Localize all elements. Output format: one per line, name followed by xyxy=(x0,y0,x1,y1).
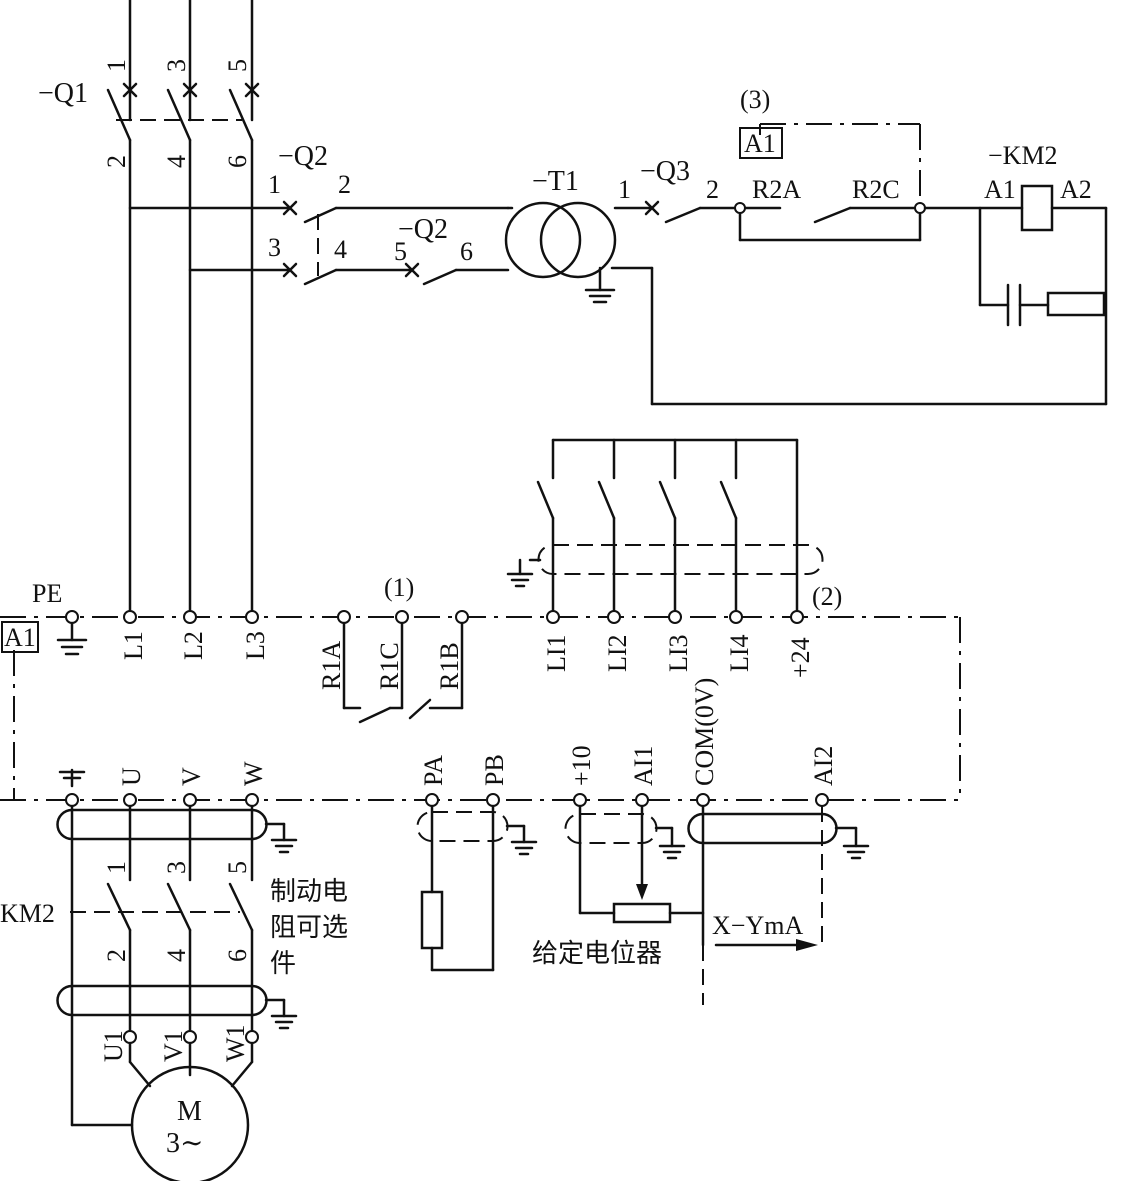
term-r1a: R1A xyxy=(317,641,346,690)
relay-note: (3) xyxy=(740,85,770,114)
term-l3: L3 xyxy=(241,631,270,660)
term-li3: LI3 xyxy=(664,634,693,672)
term-l2: L2 xyxy=(179,631,208,660)
km2-label: KM2 xyxy=(0,899,55,928)
brake-note-line3: 件 xyxy=(270,949,296,979)
term-w: W xyxy=(239,761,268,786)
output-circuit xyxy=(56,804,298,1181)
term-r1b: R1B xyxy=(435,642,464,690)
note-1: (1) xyxy=(384,573,414,602)
km2-term-5: 5 xyxy=(223,861,252,874)
q1-term-6: 6 xyxy=(223,155,252,168)
q1-term-5: 5 xyxy=(223,59,252,72)
q2a-term-2: 2 xyxy=(338,170,351,199)
brake-note-line2: 阻可选 xyxy=(270,913,348,943)
motor-term-w1: W1 xyxy=(221,1024,250,1062)
km2-term-4: 4 xyxy=(162,949,191,962)
motor-term-u1: U1 xyxy=(99,1030,128,1062)
km2-term-6: 6 xyxy=(223,949,252,962)
motor-phase-label: 3∼ xyxy=(166,1128,203,1159)
logic-input-switches xyxy=(506,438,824,614)
term-u: U xyxy=(117,767,146,786)
motor-label: M xyxy=(177,1096,202,1127)
note-2: (2) xyxy=(812,582,842,611)
km2-term-1: 1 xyxy=(102,861,131,874)
term-r1c: R1C xyxy=(375,642,404,690)
potentiometer-label: 给定电位器 xyxy=(532,939,662,969)
term-plus10: +10 xyxy=(567,745,596,786)
q1-term-4: 4 xyxy=(162,155,191,168)
drive-box-frame xyxy=(1,621,39,653)
brake-resistor xyxy=(416,804,538,972)
q1-term-2: 2 xyxy=(102,155,131,168)
relay-box-label: A1 xyxy=(744,129,776,158)
term-com: COM(0V) xyxy=(690,678,719,786)
motor-term-v1: V1 xyxy=(159,1030,188,1062)
km2-term-2: 2 xyxy=(102,949,131,962)
term-ai2: AI2 xyxy=(809,746,838,786)
analog-io xyxy=(564,804,870,1005)
control-branch xyxy=(128,123,1108,406)
term-li4: LI4 xyxy=(725,634,754,672)
q3-term-2: 2 xyxy=(706,175,719,204)
q1-term-3: 3 xyxy=(162,59,191,72)
relay-r2a: R2A xyxy=(752,175,801,204)
term-plus24: +24 xyxy=(786,637,815,678)
q2b-term-6: 6 xyxy=(460,237,473,266)
km2-term-3: 3 xyxy=(162,861,191,874)
supply-lines xyxy=(106,0,260,612)
q3-label: −Q3 xyxy=(640,156,690,187)
relay-r2c: R2C xyxy=(852,175,900,204)
q3-term-1: 1 xyxy=(618,175,631,204)
term-li1: LI1 xyxy=(542,634,571,672)
term-l1: L1 xyxy=(119,631,148,660)
q1-term-1: 1 xyxy=(102,59,131,72)
km2-coil-a2: A2 xyxy=(1060,175,1092,204)
q2a-term-3: 3 xyxy=(268,233,281,262)
relay-box-frame xyxy=(739,127,783,159)
pe-label: PE xyxy=(32,579,62,608)
q2b-term-5: 5 xyxy=(394,237,407,266)
term-li2: LI2 xyxy=(603,634,632,672)
analog-output-label: X−YmA xyxy=(712,911,803,940)
drive-box-label: A1 xyxy=(4,623,36,652)
q2b-label: −Q2 xyxy=(398,214,448,245)
term-ai1: AI1 xyxy=(629,746,658,786)
km2-coil-label: −KM2 xyxy=(988,141,1058,170)
transformer-label: −T1 xyxy=(532,166,579,197)
term-pa: PA xyxy=(419,755,448,786)
term-v: V xyxy=(177,767,206,786)
term-pb: PB xyxy=(480,754,509,786)
brake-note-line1: 制动电 xyxy=(270,877,348,907)
q2a-label: −Q2 xyxy=(278,141,328,172)
q2a-term-1: 1 xyxy=(268,170,281,199)
q1-label: −Q1 xyxy=(38,78,88,109)
km2-coil-a1: A1 xyxy=(984,175,1016,204)
q2a-term-4: 4 xyxy=(334,235,347,264)
